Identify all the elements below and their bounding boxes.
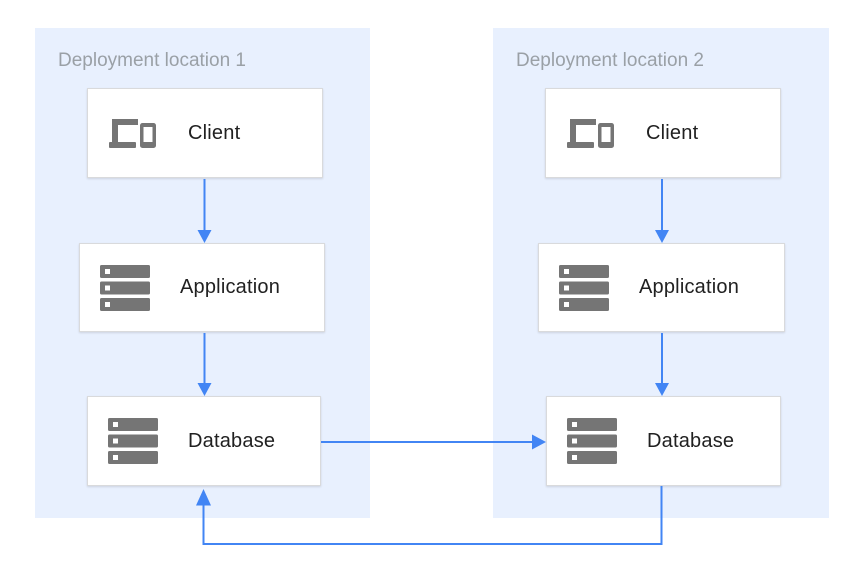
node-label: Database — [647, 429, 735, 452]
node-application-1: Application — [79, 243, 325, 332]
node-label: Application — [639, 276, 740, 298]
devices-icon — [108, 113, 158, 153]
server-rack-icon — [108, 418, 158, 464]
node-database-1: Database — [87, 396, 321, 486]
node-label: Application — [180, 276, 281, 298]
server-rack-icon — [559, 264, 609, 311]
node-application-2: Application — [538, 243, 785, 332]
panel-title: Deployment location 2 — [516, 50, 704, 71]
node-label: Client — [188, 121, 241, 144]
server-rack-icon — [567, 418, 617, 464]
server-rack-icon — [100, 264, 150, 311]
node-label: Database — [188, 429, 276, 452]
panel-title: Deployment location 1 — [58, 50, 246, 71]
node-database-2: Database — [546, 396, 781, 486]
node-client-1: Client — [87, 88, 323, 178]
node-label: Client — [646, 121, 699, 144]
devices-icon — [566, 113, 616, 153]
node-client-2: Client — [545, 88, 781, 178]
